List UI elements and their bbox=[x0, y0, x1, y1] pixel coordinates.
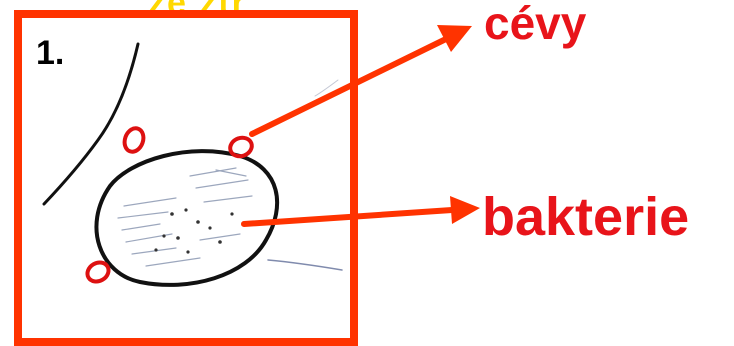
label-bacteria: bakterie bbox=[482, 190, 689, 244]
bacteria-hatching bbox=[118, 168, 252, 266]
vessel-1 bbox=[121, 126, 146, 155]
arrow-to-vessels bbox=[252, 25, 472, 134]
arrow-to-bacteria bbox=[244, 196, 480, 224]
tissue-curve bbox=[44, 44, 138, 204]
label-vessels: cévy bbox=[484, 0, 586, 46]
faint-line bbox=[268, 260, 342, 270]
bacteria-dots bbox=[154, 208, 233, 253]
bacteria-colony-outline bbox=[96, 151, 277, 285]
